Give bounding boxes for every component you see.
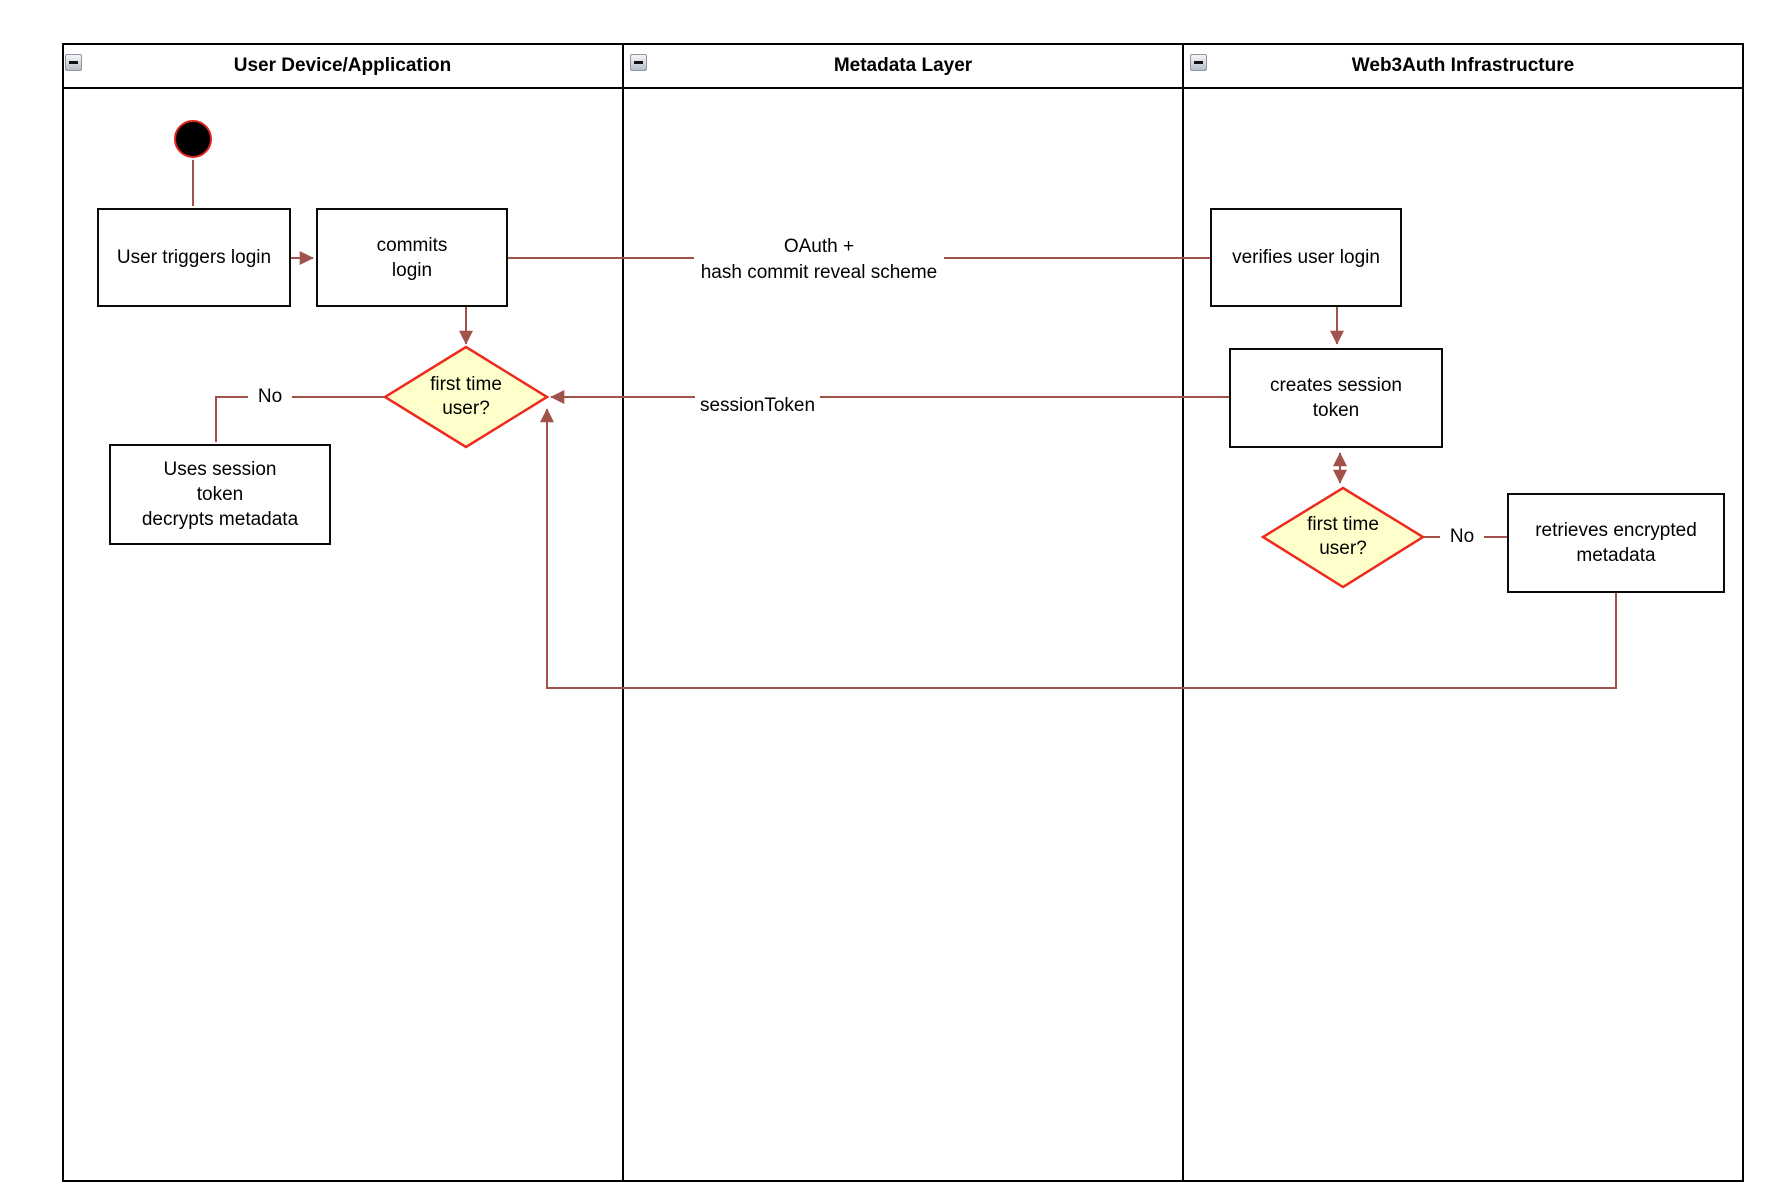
node-creates-session-token[interactable]: creates session token [1229, 348, 1443, 448]
lane-title-user-device: User Device/Application [233, 55, 452, 76]
lane-header-divider [62, 87, 1744, 89]
decision2-label: first time user? [1273, 502, 1413, 572]
edge-label-text: No [257, 386, 283, 407]
node-label: Uses session token decrypts metadata [141, 459, 299, 530]
edge-label-text: No [1449, 526, 1475, 547]
lane-separator-2 [1182, 43, 1184, 1182]
node-label: User triggers login [116, 247, 272, 268]
decision-text: first time user? [430, 374, 502, 419]
lane-separator-1 [622, 43, 624, 1182]
edge-label-text: OAuth + hash commit reveal scheme [700, 236, 938, 283]
node-verifies-user-login[interactable]: verifies user login [1210, 208, 1402, 307]
edge-label-text: sessionToken [699, 395, 816, 416]
lane-header-user-device[interactable]: User Device/Application [62, 43, 623, 89]
collapse-lane-icon[interactable] [1190, 54, 1207, 71]
lane-header-web3auth[interactable]: Web3Auth Infrastructure [1183, 43, 1743, 89]
lane-title-web3auth: Web3Auth Infrastructure [1351, 55, 1575, 76]
collapse-lane-icon[interactable] [65, 54, 82, 71]
decision-text: first time user? [1307, 514, 1379, 559]
edge-label-no-right: No [1440, 526, 1484, 548]
node-commits-login[interactable]: commits login [316, 208, 508, 307]
node-label: retrieves encrypted metadata [1535, 520, 1697, 566]
node-label: creates session token [1269, 375, 1402, 421]
edge-label-oauth: OAuth + hash commit reveal scheme [694, 234, 944, 286]
lane-header-metadata-layer[interactable]: Metadata Layer [623, 43, 1183, 89]
node-label: verifies user login [1232, 247, 1380, 268]
node-user-triggers-login[interactable]: User triggers login [97, 208, 291, 307]
collapse-lane-icon[interactable] [630, 54, 647, 71]
swimlane-pool [62, 43, 1744, 1182]
start-node[interactable] [174, 120, 212, 158]
lane-title-metadata-layer: Metadata Layer [833, 55, 973, 76]
node-label: commits login [376, 234, 448, 281]
edge-label-no-left: No [248, 386, 292, 408]
decision1-label: first time user? [396, 362, 536, 432]
edge-label-session-token: sessionToken [695, 394, 820, 418]
node-retrieves-encrypted-metadata[interactable]: retrieves encrypted metadata [1507, 493, 1725, 593]
node-uses-session-token[interactable]: Uses session token decrypts metadata [109, 444, 331, 545]
